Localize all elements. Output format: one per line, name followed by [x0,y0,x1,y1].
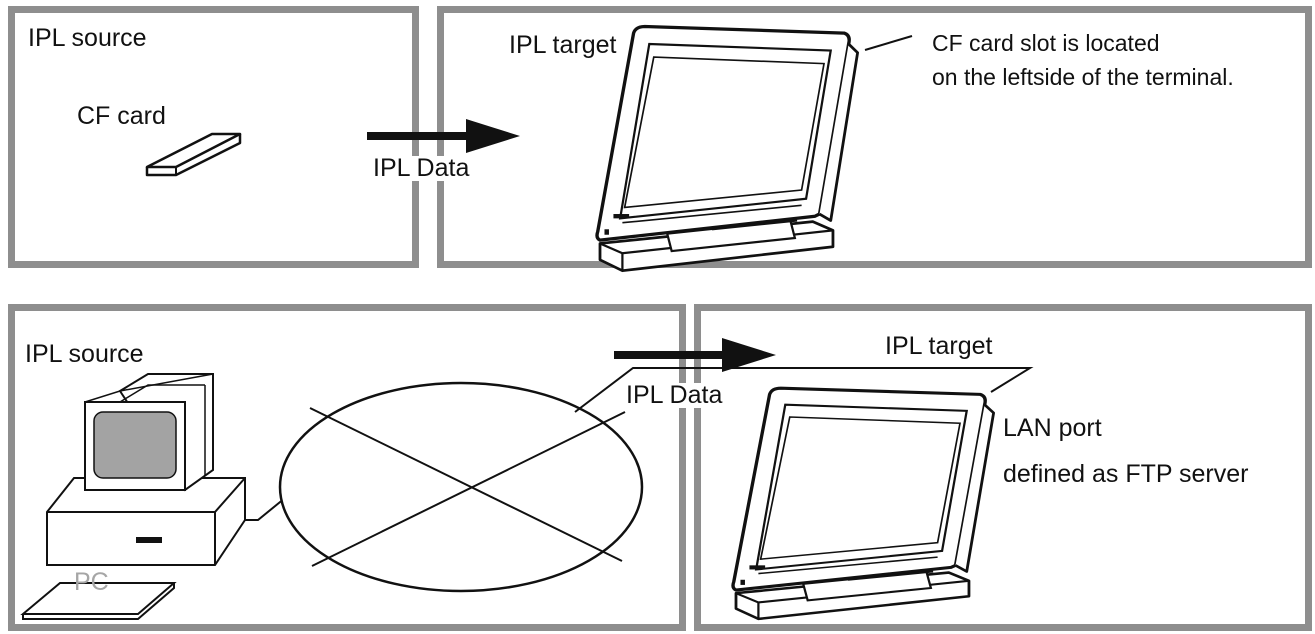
network-ellipse [278,381,644,593]
ipl-data-arrow-bottom [614,338,776,372]
pos-terminal-top [595,24,860,273]
top-ipl-data-label: IPL Data [373,154,470,182]
cf-slot-note-line2: on the leftside of the terminal. [932,64,1234,90]
cf-slot-leader-line [864,35,913,51]
bottom-ipl-target-label: IPL target [885,332,993,360]
pc-network-cable [245,497,286,521]
network-link-line [574,367,1034,413]
top-ipl-source-label: IPL source [28,24,147,52]
lan-port-label: LAN port [1003,414,1102,442]
bottom-ipl-source-label: IPL source [25,340,144,368]
cf-slot-note-line1: CF card slot is located [932,30,1160,56]
cf-card-label: CF card [77,102,166,130]
bottom-ipl-data-label: IPL Data [626,381,723,409]
cf-card-icon [145,132,242,177]
ipl-data-arrow-top [367,119,520,153]
top-ipl-target-label: IPL target [509,31,617,59]
ftp-server-label: defined as FTP server [1003,460,1249,488]
pc-icon [20,373,246,620]
pos-terminal-bottom [731,386,996,621]
pc-label: PC [74,568,109,596]
